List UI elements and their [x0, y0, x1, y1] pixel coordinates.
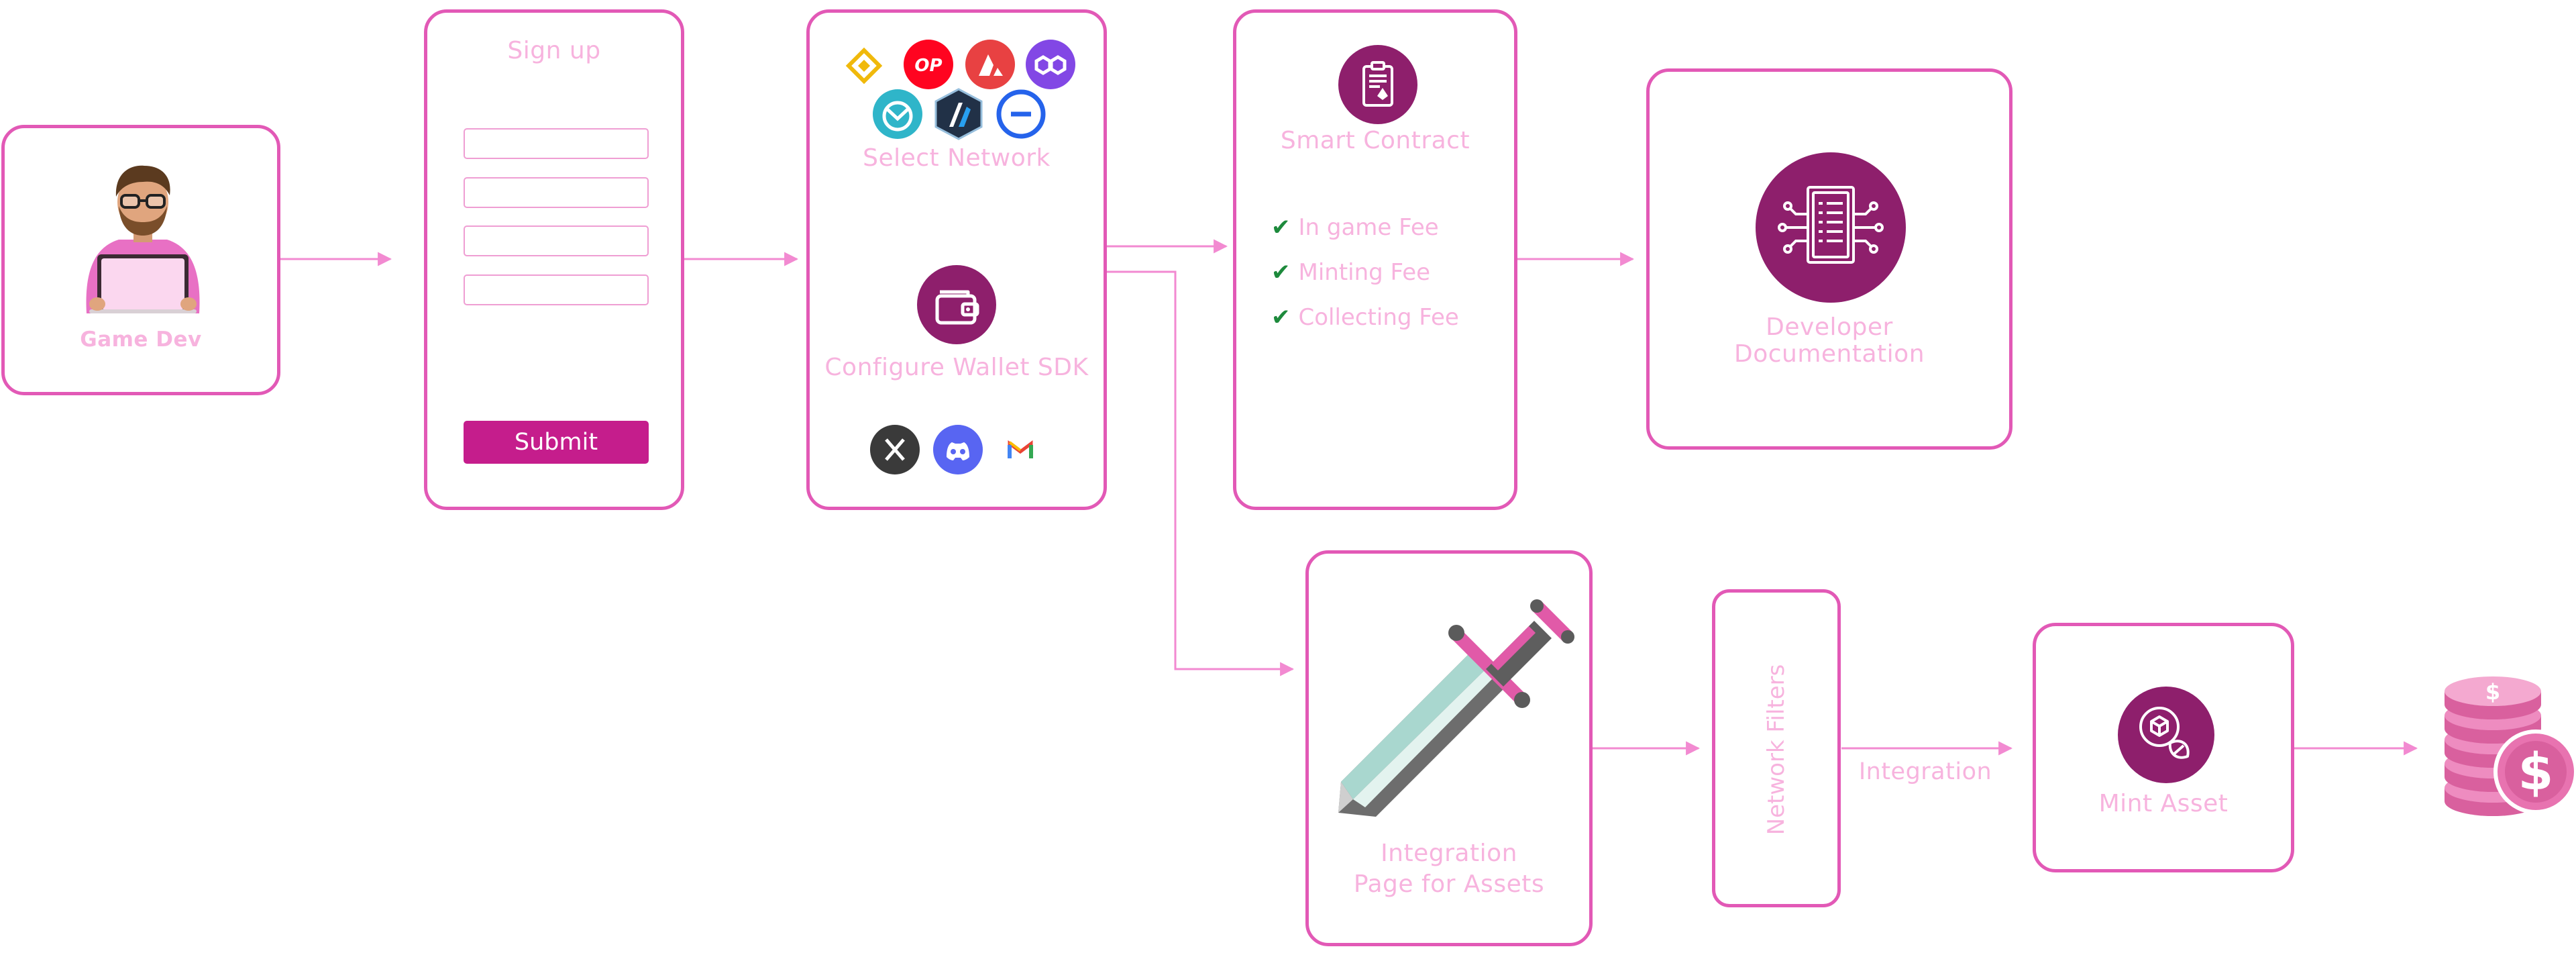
signup-field-3[interactable]	[464, 225, 649, 256]
fee-item-2: ✔ Minting Fee	[1271, 259, 1430, 286]
svg-text:OP: OP	[914, 56, 942, 76]
game-dev-card: Game Dev	[1, 125, 280, 395]
avalanche-icon[interactable]	[965, 40, 1015, 89]
developer-docs-label-1: Developer	[1766, 313, 1893, 341]
configure-wallet-label: Configure Wallet SDK	[824, 354, 1089, 381]
fee-item-3: ✔ Collecting Fee	[1271, 304, 1459, 331]
arbitrum-icon[interactable]	[934, 88, 983, 140]
submit-button[interactable]: Submit	[464, 421, 649, 464]
integration-page-label-2: Page for Assets	[1353, 870, 1545, 898]
optimism-icon[interactable]: OP	[904, 40, 953, 89]
ethereum-blue-icon[interactable]	[996, 89, 1046, 139]
documentation-circuit-icon	[1756, 152, 1906, 303]
developer-docs-card: Developer Documentation	[1646, 68, 2012, 450]
developer-with-laptop-icon	[86, 165, 200, 313]
fee-label-3: Collecting Fee	[1298, 304, 1459, 331]
arrow-network-to-integration	[1107, 270, 1295, 676]
signup-card: Sign up Submit	[424, 9, 684, 510]
mint-asset-icon	[2118, 687, 2214, 783]
smart-contract-card: Smart Contract ✔ In game Fee ✔ Minting Fee…	[1233, 9, 1517, 510]
discord-icon[interactable]	[933, 425, 983, 474]
sword-icon	[1338, 599, 1574, 817]
integration-page-card: Integration Page for Assets	[1305, 550, 1593, 946]
fee-label-1: In game Fee	[1298, 214, 1439, 241]
signup-field-4[interactable]	[464, 274, 649, 305]
svg-text:$: $	[2485, 679, 2500, 705]
wallet-icon	[917, 265, 996, 344]
game-dev-label: Game Dev	[80, 328, 202, 352]
signup-field-1[interactable]	[464, 128, 649, 159]
signup-field-2[interactable]	[464, 177, 649, 208]
svg-text:$: $	[2518, 742, 2554, 801]
gmail-icon[interactable]	[1007, 438, 1034, 460]
signup-title: Sign up	[507, 37, 601, 64]
network-filters-card: Network Filters	[1712, 589, 1841, 907]
developer-docs-label-2: Documentation	[1733, 340, 1925, 368]
polygon-icon[interactable]	[1026, 40, 1075, 89]
gnosis-icon[interactable]	[873, 89, 922, 139]
select-network-label: Select Network	[863, 144, 1051, 172]
check-icon: ✔	[1271, 304, 1291, 331]
integration-page-label-1: Integration	[1381, 840, 1517, 867]
fee-item-1: ✔ In game Fee	[1271, 214, 1439, 241]
contract-document-icon	[1338, 45, 1417, 124]
x-icon[interactable]	[870, 425, 920, 474]
mint-asset-label: Mint Asset	[2098, 790, 2229, 817]
network-card: OP Select Network Configu	[806, 9, 1107, 510]
network-filters-label: Network Filters	[1763, 664, 1790, 836]
dollar-coins-icon: $ $	[2445, 676, 2576, 816]
fee-label-2: Minting Fee	[1298, 259, 1431, 286]
integration-label: Integration	[1858, 758, 1992, 785]
check-icon: ✔	[1271, 259, 1291, 286]
mint-asset-card: Mint Asset	[2033, 623, 2294, 872]
check-icon: ✔	[1271, 214, 1291, 241]
smart-contract-label: Smart Contract	[1280, 127, 1470, 154]
binance-icon[interactable]	[845, 46, 883, 85]
